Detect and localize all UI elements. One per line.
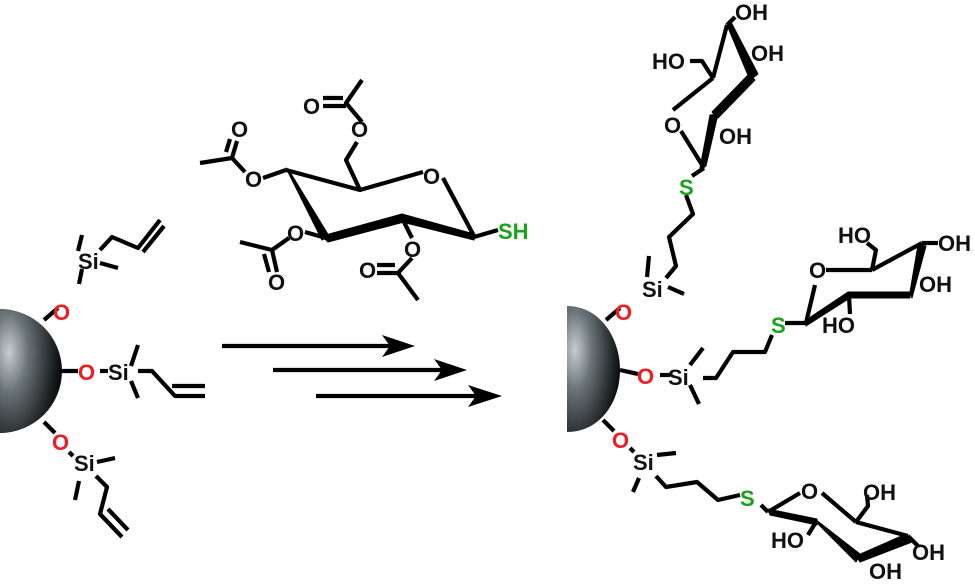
silicon-label: Si xyxy=(642,277,663,302)
arrowhead-icon xyxy=(382,335,415,357)
ester-oxygen-label: O xyxy=(245,167,262,192)
silicon-label: Si xyxy=(78,249,99,274)
arrowhead-icon xyxy=(468,385,502,407)
oxygen-label: O xyxy=(52,430,69,455)
oxygen-label: O xyxy=(612,428,629,453)
reagent-thioglucose: O O O O O O O O O SH xyxy=(199,78,529,302)
hydroxyl-label: OH xyxy=(735,0,768,25)
hydroxyl-label: HO xyxy=(838,223,871,248)
silicon-label: Si xyxy=(668,365,689,390)
carbonyl-oxygen-label: O xyxy=(359,258,376,283)
ring-oxygen-label: O xyxy=(801,479,818,504)
hydroxyl-label: HO xyxy=(652,49,685,74)
ester-oxygen-label: O xyxy=(287,221,304,246)
carbonyl-oxygen-label: O xyxy=(231,117,248,142)
ester-oxygen-label: O xyxy=(351,117,368,142)
ring-oxygen-label: O xyxy=(423,164,440,189)
ring-oxygen-label: O xyxy=(664,113,681,138)
thiol-label: SH xyxy=(498,219,529,244)
hydroxyl-label: OH xyxy=(938,231,971,256)
hydroxyl-label: OH xyxy=(912,540,945,565)
oxygen-label: O xyxy=(637,364,654,389)
ester-oxygen-label: O xyxy=(404,237,421,262)
reaction-arrows xyxy=(222,335,502,407)
ring-oxygen-label: O xyxy=(809,258,826,283)
silicon-label: Si xyxy=(633,450,654,475)
silicon-label: Si xyxy=(108,360,129,385)
hydroxyl-label: OH xyxy=(869,559,902,584)
hydroxyl-label: HO xyxy=(822,313,855,338)
arrowhead-icon xyxy=(434,359,467,381)
hydroxyl-label: OH xyxy=(863,480,896,505)
hydroxyl-label: OH xyxy=(919,272,952,297)
oxygen-label: O xyxy=(53,300,70,325)
hydroxyl-label: OH xyxy=(719,124,752,149)
oxygen-label: O xyxy=(615,300,632,325)
reactant-particle: O Si O Si O Si xyxy=(0,218,205,539)
carbonyl-oxygen-label: O xyxy=(303,94,320,119)
product-particle: O Si S O HO OH OH OH O Si S O HO OH OH H… xyxy=(567,0,971,584)
sulfur-label: S xyxy=(771,313,786,338)
silicon-label: Si xyxy=(74,451,95,476)
carbonyl-oxygen-label: O xyxy=(268,270,285,295)
oxygen-label: O xyxy=(78,360,95,385)
sulfur-label: S xyxy=(740,486,755,511)
hydroxyl-label: OH xyxy=(751,41,784,66)
hydroxyl-label: HO xyxy=(771,528,804,553)
sulfur-label: S xyxy=(679,175,694,200)
